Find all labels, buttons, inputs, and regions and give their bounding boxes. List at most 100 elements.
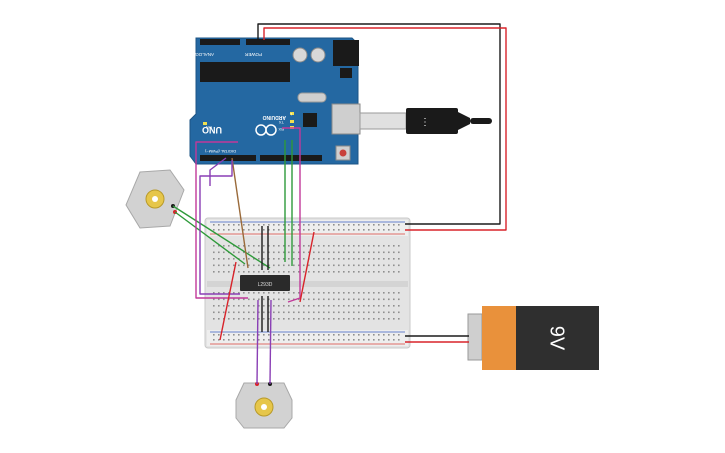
breadboard-hole: [313, 245, 315, 247]
breadboard-hole: [308, 298, 310, 301]
breadboard-hole: [283, 258, 285, 260]
breadboard-hole: [273, 334, 275, 336]
breadboard-hole: [348, 224, 350, 226]
breadboard-hole: [323, 245, 325, 247]
usb-chip: [303, 113, 317, 127]
breadboard-hole: [333, 245, 335, 247]
dc-power-jack: [333, 40, 359, 66]
breadboard-hole: [258, 311, 260, 314]
breadboard-hole: [213, 298, 215, 301]
breadboard-hole: [358, 245, 360, 247]
breadboard-hole: [388, 251, 390, 254]
breadboard-hole: [398, 298, 400, 301]
breadboard-hole: [218, 305, 220, 307]
breadboard-hole: [328, 271, 330, 273]
breadboard-hole: [368, 318, 370, 320]
power-header-label: POWER: [244, 52, 262, 57]
breadboard-hole: [343, 305, 345, 307]
breadboard-hole: [223, 305, 225, 307]
breadboard-hole: [303, 264, 305, 267]
breadboard-hole: [288, 264, 290, 267]
breadboard-hole: [313, 264, 315, 267]
breadboard-hole: [213, 229, 215, 231]
breadboard-hole: [258, 251, 260, 254]
breadboard-hole: [318, 339, 320, 341]
breadboard-hole: [223, 229, 225, 231]
breadboard-hole: [333, 229, 335, 231]
breadboard-hole: [378, 251, 380, 254]
breadboard-hole: [303, 271, 305, 273]
breadboard-hole: [248, 292, 250, 294]
arduino-logo-icon: [255, 124, 277, 136]
voltage-regulator: [340, 68, 352, 78]
breadboard-hole: [293, 292, 295, 294]
breadboard-hole: [223, 339, 225, 341]
breadboard-hole: [308, 251, 310, 254]
breadboard-hole: [363, 245, 365, 247]
breadboard-hole: [363, 292, 365, 294]
breadboard-hole: [358, 339, 360, 341]
breadboard-hole: [308, 305, 310, 307]
breadboard-hole: [353, 339, 355, 341]
breadboard-hole: [338, 334, 340, 336]
breadboard-hole: [378, 229, 380, 231]
breadboard-hole: [373, 229, 375, 231]
breadboard-hole: [348, 318, 350, 320]
breadboard-hole: [398, 334, 400, 336]
breadboard-hole: [248, 271, 250, 273]
breadboard-hole: [213, 271, 215, 273]
breadboard-hole: [303, 229, 305, 231]
breadboard-hole: [263, 229, 265, 231]
breadboard-hole: [223, 311, 225, 314]
breadboard-hole: [223, 245, 225, 247]
arduino-uno-board: ANALOG IN POWER DIGITAL (PWM~) L TX RX O…: [189, 37, 361, 165]
wire-5v-black: [257, 23, 501, 225]
wire-signal-magenta: [282, 127, 301, 303]
battery-cap: [482, 306, 516, 370]
breadboard-hole: [288, 311, 290, 314]
breadboard-hole: [288, 318, 290, 320]
breadboard-hole: [298, 318, 300, 320]
breadboard-hole: [328, 339, 330, 341]
breadboard-hole: [263, 298, 265, 301]
breadboard-hole: [223, 334, 225, 336]
wire-signal-purple-loop: [199, 160, 240, 295]
breadboard-hole: [243, 292, 245, 294]
breadboard-hole: [393, 318, 395, 320]
breadboard-hole: [338, 245, 340, 247]
breadboard-hole: [373, 334, 375, 336]
breadboard-hole: [393, 245, 395, 247]
breadboard-hole: [213, 251, 215, 254]
power-header: [246, 39, 290, 45]
breadboard-hole: [278, 229, 280, 231]
breadboard-hole: [368, 305, 370, 307]
breadboard-hole: [233, 245, 235, 247]
breadboard-hole: [273, 224, 275, 226]
breadboard-hole: [253, 311, 255, 314]
breadboard-hole: [368, 229, 370, 231]
breadboard-hole: [368, 251, 370, 254]
breadboard-hole: [378, 271, 380, 273]
breadboard-hole: [218, 245, 220, 247]
breadboard-hole: [223, 251, 225, 254]
breadboard-hole: [228, 305, 230, 307]
breadboard-hole: [323, 264, 325, 267]
breadboard-hole: [328, 229, 330, 231]
wire-motor-left-a: [174, 211, 246, 265]
breadboard-hole: [338, 264, 340, 267]
breadboard-hole: [248, 305, 250, 307]
breadboard-hole: [333, 311, 335, 314]
breadboard-hole: [283, 311, 285, 314]
breadboard-hole: [388, 224, 390, 226]
breadboard-hole: [388, 339, 390, 341]
breadboard-hole: [363, 251, 365, 254]
digital-header-left: [200, 155, 256, 161]
breadboard-hole: [243, 318, 245, 320]
breadboard-hole: [268, 264, 270, 267]
breadboard-hole: [383, 311, 385, 314]
breadboard-hole: [228, 264, 230, 267]
breadboard-hole: [348, 305, 350, 307]
breadboard-hole: [268, 258, 270, 260]
breadboard-hole: [358, 334, 360, 336]
breadboard-hole: [353, 229, 355, 231]
